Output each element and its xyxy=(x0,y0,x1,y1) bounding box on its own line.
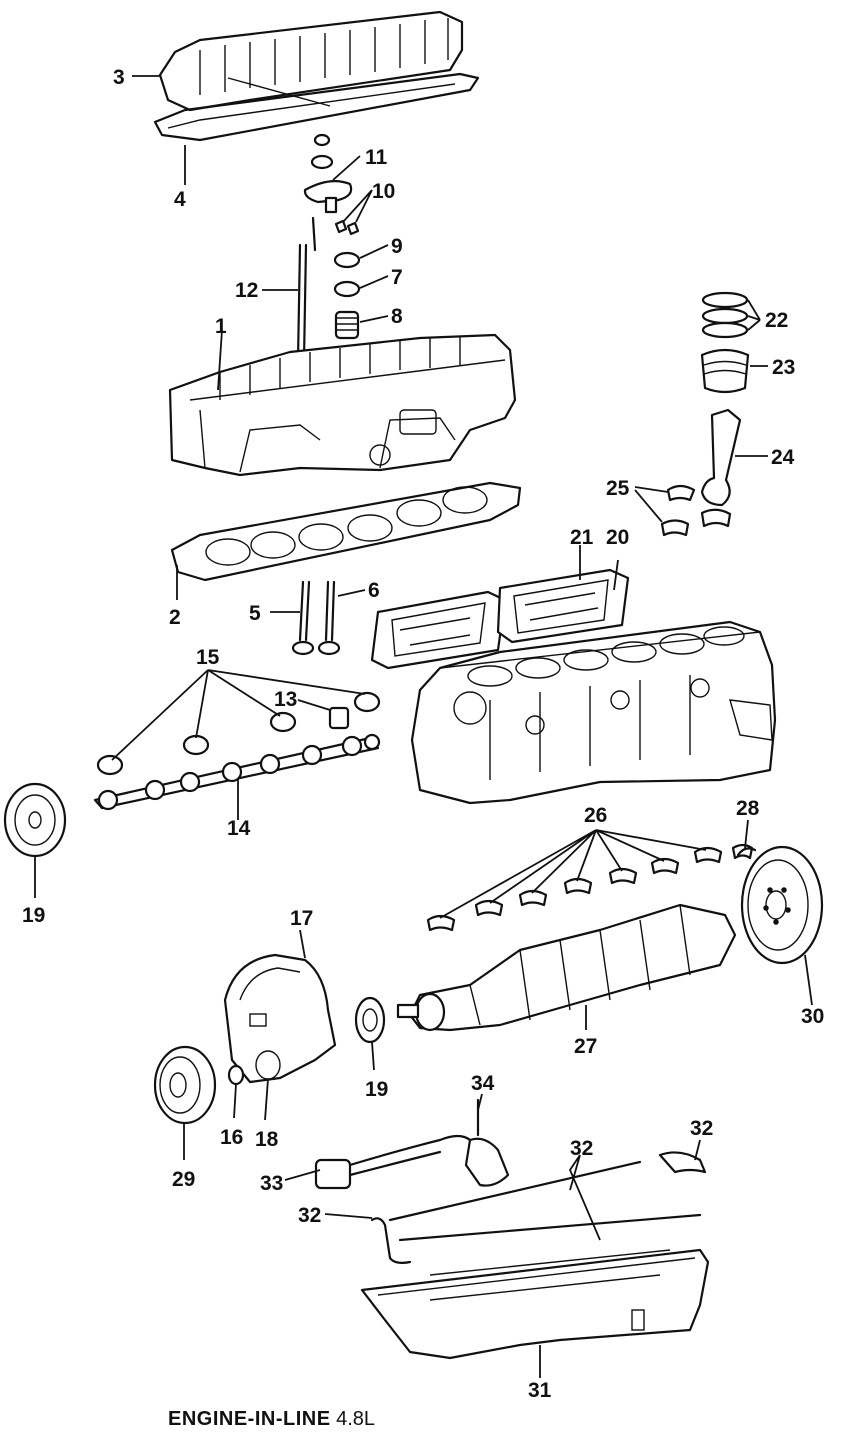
callout-30: 30 xyxy=(801,1005,824,1028)
valve-cover xyxy=(158,10,464,112)
callout-5: 5 xyxy=(249,602,261,625)
callout-20: 20 xyxy=(606,526,629,549)
callout-4: 4 xyxy=(174,188,186,211)
callout-15: 15 xyxy=(196,646,220,669)
callout-10: 10 xyxy=(372,180,395,203)
caption-engine-size: 4.8L xyxy=(336,1408,376,1430)
front-seal xyxy=(227,1064,245,1086)
cam-sprocket xyxy=(3,782,67,858)
push-rod xyxy=(296,243,308,362)
callout-17: 17 xyxy=(290,907,313,930)
callout-31: 31 xyxy=(528,1379,552,1402)
leader-lines xyxy=(34,75,813,1378)
callout-7: 7 xyxy=(391,266,403,289)
callout-28: 28 xyxy=(736,797,760,820)
flywheel xyxy=(740,845,824,965)
callout-1: 1 xyxy=(215,315,227,338)
cylinder-head xyxy=(168,333,517,477)
valves xyxy=(291,580,341,656)
callout-numbers: 3 4 11 10 9 7 8 12 1 22 23 24 25 21 20 6… xyxy=(22,66,824,1402)
camshaft xyxy=(93,733,381,811)
harmonic-balancer xyxy=(153,1045,217,1125)
callout-22: 22 xyxy=(765,309,788,332)
callout-13: 13 xyxy=(274,688,297,711)
callout-24: 24 xyxy=(771,446,795,469)
diagram-caption: ENGINE-IN-LINE 4.8L xyxy=(168,1408,375,1431)
callout-11: 11 xyxy=(365,146,388,169)
callout-12: 12 xyxy=(235,279,258,302)
side-covers xyxy=(370,568,630,670)
timing-cover xyxy=(223,953,337,1084)
cam-bearings xyxy=(96,691,381,776)
callout-25: 25 xyxy=(606,477,630,500)
push-rod-top xyxy=(311,216,317,252)
callout-2: 2 xyxy=(169,606,181,629)
callout-21: 21 xyxy=(570,526,594,549)
valve-train-parts xyxy=(303,133,361,340)
callout-27: 27 xyxy=(574,1035,597,1058)
callout-32-middle: 32 xyxy=(570,1137,593,1160)
head-gasket xyxy=(170,481,522,582)
oil-pan xyxy=(360,1248,710,1360)
engine-block xyxy=(410,620,777,805)
oil-pump xyxy=(314,1098,510,1190)
callout-29: 29 xyxy=(172,1168,195,1191)
callout-23: 23 xyxy=(772,356,795,379)
oil-pan-gaskets xyxy=(370,1151,707,1264)
callout-6: 6 xyxy=(368,579,380,602)
main-bearings xyxy=(426,843,754,932)
crank-gear xyxy=(354,996,386,1044)
callout-8: 8 xyxy=(391,305,403,328)
callout-26: 26 xyxy=(584,804,607,827)
callout-18: 18 xyxy=(255,1128,279,1151)
crankshaft xyxy=(396,903,737,1032)
callout-19-cam: 19 xyxy=(22,904,45,927)
callout-32-top-right: 32 xyxy=(690,1117,713,1140)
callout-16: 16 xyxy=(220,1126,243,1149)
callout-34: 34 xyxy=(471,1072,495,1095)
callout-14: 14 xyxy=(227,817,251,840)
piston-assembly xyxy=(660,291,750,537)
caption-title: ENGINE-IN-LINE xyxy=(168,1408,331,1430)
valve-cover-gasket xyxy=(153,72,480,142)
callout-19-crank: 19 xyxy=(365,1078,388,1101)
callout-33: 33 xyxy=(260,1172,283,1195)
callout-3: 3 xyxy=(113,66,125,89)
callout-32-left: 32 xyxy=(298,1204,321,1227)
rear-seal xyxy=(736,847,757,857)
callout-9: 9 xyxy=(391,235,403,258)
